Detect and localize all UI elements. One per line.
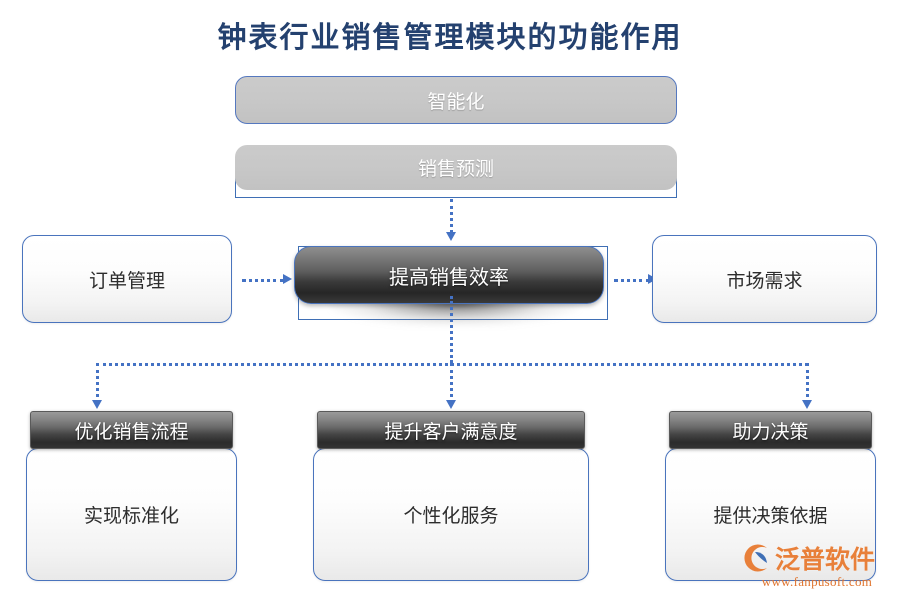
- node-customer-satisfaction-body-label: 个性化服务: [403, 506, 499, 527]
- node-sales-forecast[interactable]: 销售预测: [235, 145, 677, 190]
- connector-branch-left: [96, 363, 99, 403]
- node-order-management-label: 订单管理: [88, 270, 165, 292]
- node-market-demand-label: 市场需求: [726, 270, 803, 292]
- node-customer-satisfaction-header-label: 提升客户满意度: [384, 421, 518, 443]
- node-order-management[interactable]: 订单管理: [22, 235, 232, 323]
- node-optimize-process-header-label: 优化销售流程: [74, 421, 189, 443]
- node-market-demand[interactable]: 市场需求: [652, 235, 877, 323]
- node-decision-support-body-label: 提供决策依据: [713, 506, 828, 527]
- connector-branch-right-arrowhead: [802, 400, 812, 409]
- connector-branch-left-arrowhead: [92, 400, 102, 409]
- node-customer-satisfaction-header[interactable]: 提升客户满意度: [317, 411, 585, 449]
- connector-branch-center-arrowhead: [446, 400, 456, 409]
- node-decision-support-header-label: 助力决策: [732, 421, 809, 443]
- connector-order-to-center: [242, 279, 284, 282]
- node-decision-support-body[interactable]: 提供决策依据: [665, 448, 876, 581]
- connector-forecast-to-center-arrowhead: [446, 232, 456, 241]
- node-sales-forecast-label: 销售预测: [417, 159, 494, 180]
- node-improve-sales-efficiency-label: 提高销售效率: [389, 266, 509, 289]
- page-title: 钟表行业销售管理模块的功能作用: [217, 22, 683, 54]
- connector-center-trunk: [450, 296, 453, 363]
- connector-order-to-center-arrowhead: [283, 274, 292, 284]
- node-customer-satisfaction-body[interactable]: 个性化服务: [313, 448, 589, 581]
- node-intelligence[interactable]: 智能化: [235, 76, 677, 124]
- connector-branch-center: [450, 363, 453, 403]
- node-improve-sales-efficiency[interactable]: 提高销售效率: [294, 246, 604, 304]
- node-decision-support-header[interactable]: 助力决策: [669, 411, 872, 449]
- connector-branch-right: [806, 363, 809, 403]
- node-optimize-process-header[interactable]: 优化销售流程: [30, 411, 233, 449]
- node-intelligence-label: 智能化: [427, 91, 485, 113]
- node-optimize-process-body-label: 实现标准化: [83, 506, 179, 527]
- node-optimize-process-body[interactable]: 实现标准化: [26, 448, 237, 581]
- connector-forecast-to-center: [450, 199, 453, 233]
- connector-center-to-market: [614, 279, 650, 282]
